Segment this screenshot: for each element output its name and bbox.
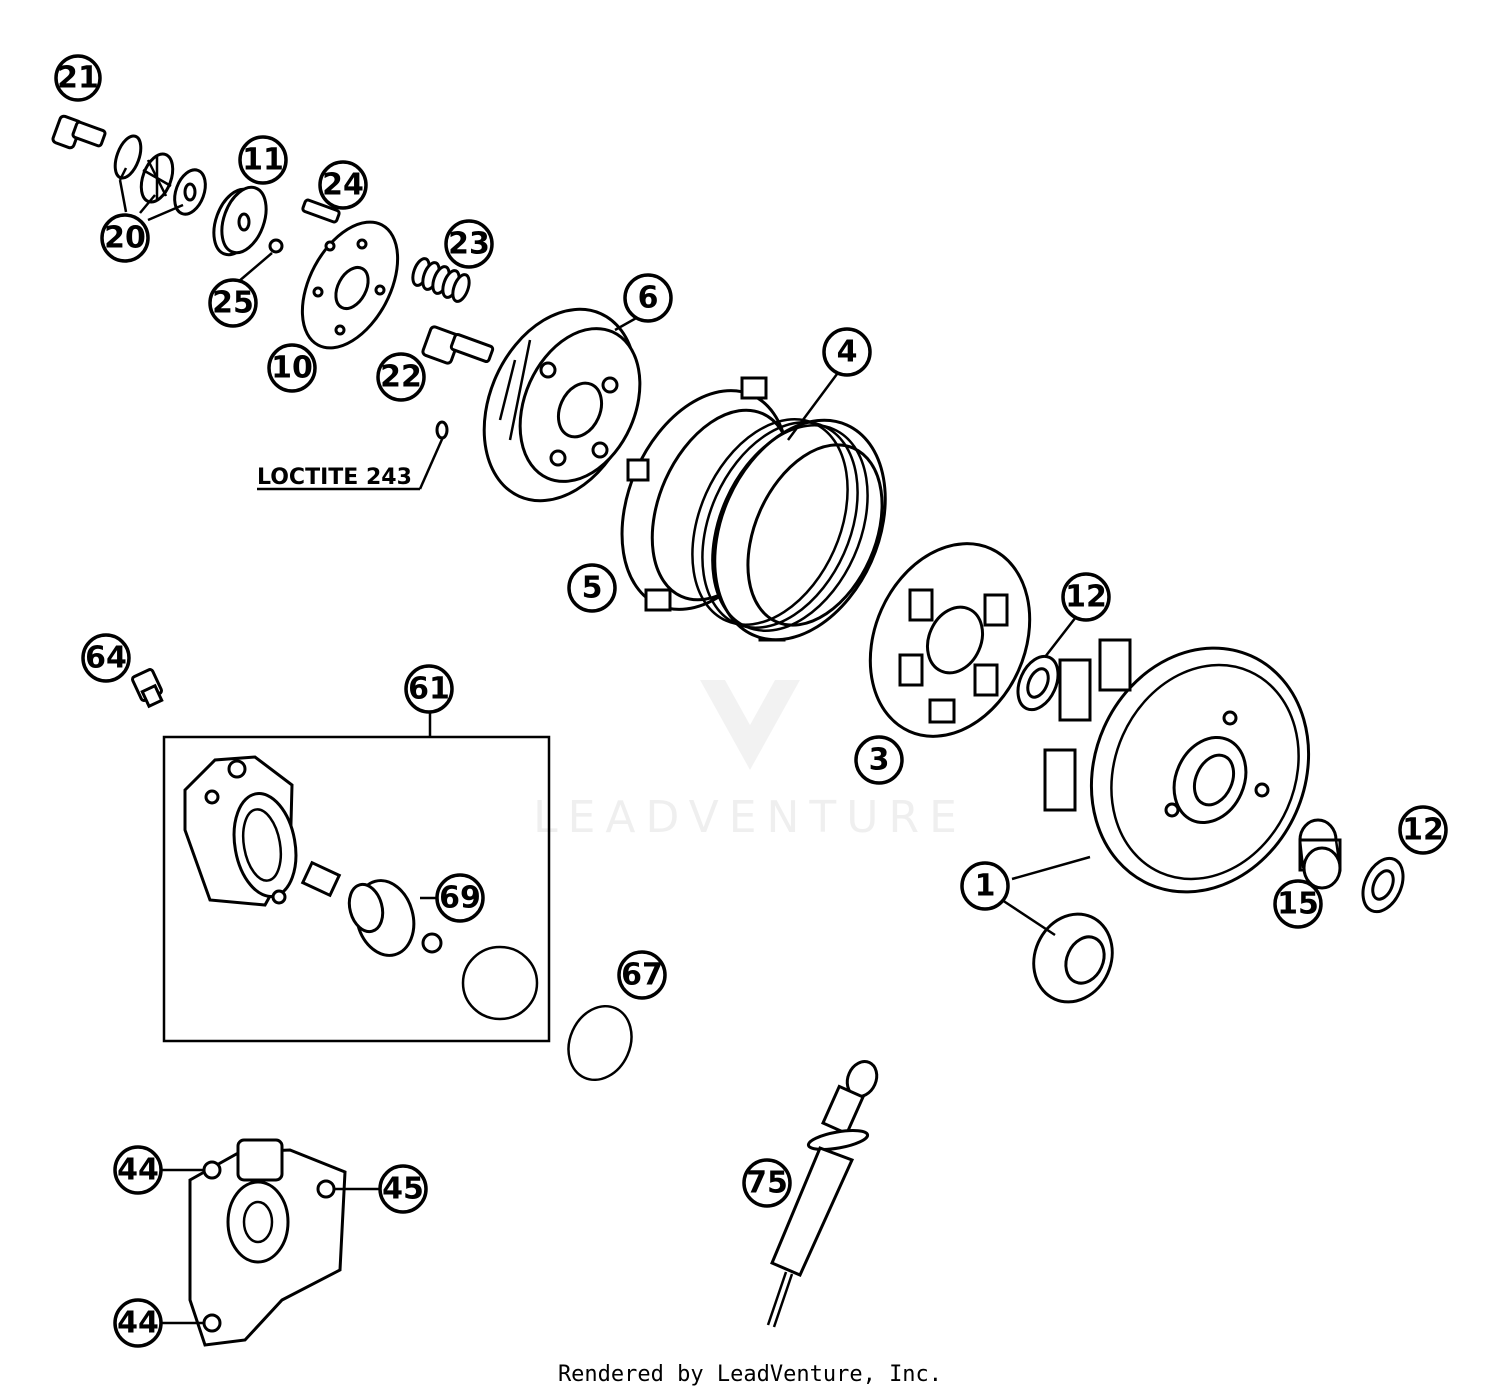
part-4-steel-plates — [691, 418, 887, 642]
callout-12-upper[interactable]: 12 — [1061, 572, 1111, 622]
callout-25[interactable]: 25 — [208, 278, 258, 328]
callout-64[interactable]: 64 — [81, 633, 131, 683]
svg-text:12: 12 — [1065, 580, 1107, 615]
callout-69[interactable]: 69 — [435, 873, 485, 923]
part-6-hub — [482, 307, 642, 503]
part-67-o-ring — [567, 1004, 633, 1082]
part-44-45-cover — [162, 1138, 380, 1347]
svg-text:4: 4 — [837, 335, 858, 370]
svg-text:45: 45 — [382, 1172, 424, 1207]
svg-text:11: 11 — [242, 143, 284, 178]
callout-67[interactable]: 67 — [617, 950, 667, 1000]
callout-23[interactable]: 23 — [444, 219, 494, 269]
part-12-washer-lower — [1361, 856, 1405, 914]
part-61-kit-box — [162, 711, 551, 1043]
part-64-bleed-screw — [131, 668, 164, 709]
callout-10[interactable]: 10 — [267, 343, 317, 393]
part-10-plate — [300, 220, 400, 350]
callout-15[interactable]: 15 — [1273, 879, 1323, 929]
svg-text:5: 5 — [582, 571, 603, 606]
part-15-bushing — [1298, 818, 1342, 890]
part-25-clip — [268, 238, 284, 254]
callout-21[interactable]: 21 — [54, 54, 102, 102]
svg-text:21: 21 — [57, 61, 99, 96]
part-1-primary-gear — [1032, 912, 1114, 1004]
svg-text:12: 12 — [1402, 813, 1444, 848]
part-3-pressure-plate — [868, 542, 1032, 738]
callout-1[interactable]: 1 — [960, 861, 1010, 911]
callout-4[interactable]: 4 — [822, 327, 872, 377]
part-22-bolt — [421, 325, 495, 440]
callout-44-upper[interactable]: 44 — [113, 1145, 163, 1195]
svg-text:64: 64 — [85, 641, 127, 676]
callout-24[interactable]: 24 — [318, 160, 368, 210]
part-75-grease-syringe — [766, 1060, 879, 1328]
callout-6[interactable]: 6 — [623, 273, 673, 323]
svg-text:23: 23 — [448, 227, 490, 262]
callout-45[interactable]: 45 — [378, 1164, 428, 1214]
callout-11[interactable]: 11 — [238, 135, 288, 185]
svg-text:1: 1 — [975, 869, 996, 904]
svg-text:44: 44 — [117, 1153, 159, 1188]
svg-text:22: 22 — [380, 360, 422, 395]
part-21-screw — [51, 114, 107, 150]
svg-text:69: 69 — [439, 881, 481, 916]
svg-text:61: 61 — [408, 672, 450, 707]
part-1-clutch-basket — [1043, 638, 1311, 894]
part-11-cap — [212, 185, 268, 257]
svg-text:67: 67 — [621, 958, 663, 993]
part-24-screw — [301, 198, 341, 224]
callout-20[interactable]: 20 — [100, 213, 150, 263]
callout-44-lower[interactable]: 44 — [113, 1298, 163, 1348]
svg-text:24: 24 — [322, 168, 364, 203]
callout-5[interactable]: 5 — [567, 563, 617, 613]
svg-text:44: 44 — [117, 1306, 159, 1341]
credit-line: Rendered by LeadVenture, Inc. — [557, 1362, 943, 1387]
part-20-washers — [113, 134, 207, 216]
watermark-text: LEADVENTURE — [533, 792, 967, 843]
loctite-note: LOCTITE 243 — [257, 436, 445, 491]
svg-text:6: 6 — [638, 281, 659, 316]
watermark: LEADVENTURE — [533, 680, 967, 843]
callout-75[interactable]: 75 — [742, 1158, 792, 1208]
callout-12-lower[interactable]: 12 — [1398, 805, 1448, 855]
loctite-label: LOCTITE 243 — [257, 465, 412, 490]
part-12-washer-upper — [1016, 654, 1060, 712]
part-23-spring — [411, 257, 471, 303]
svg-text:20: 20 — [104, 221, 146, 256]
callout-22[interactable]: 22 — [376, 352, 426, 402]
callout-61[interactable]: 61 — [404, 664, 454, 714]
svg-text:3: 3 — [869, 743, 890, 778]
svg-text:75: 75 — [746, 1166, 788, 1201]
svg-text:15: 15 — [1277, 887, 1319, 922]
svg-text:25: 25 — [212, 286, 254, 321]
svg-text:10: 10 — [271, 351, 313, 386]
callout-3[interactable]: 3 — [854, 735, 904, 785]
